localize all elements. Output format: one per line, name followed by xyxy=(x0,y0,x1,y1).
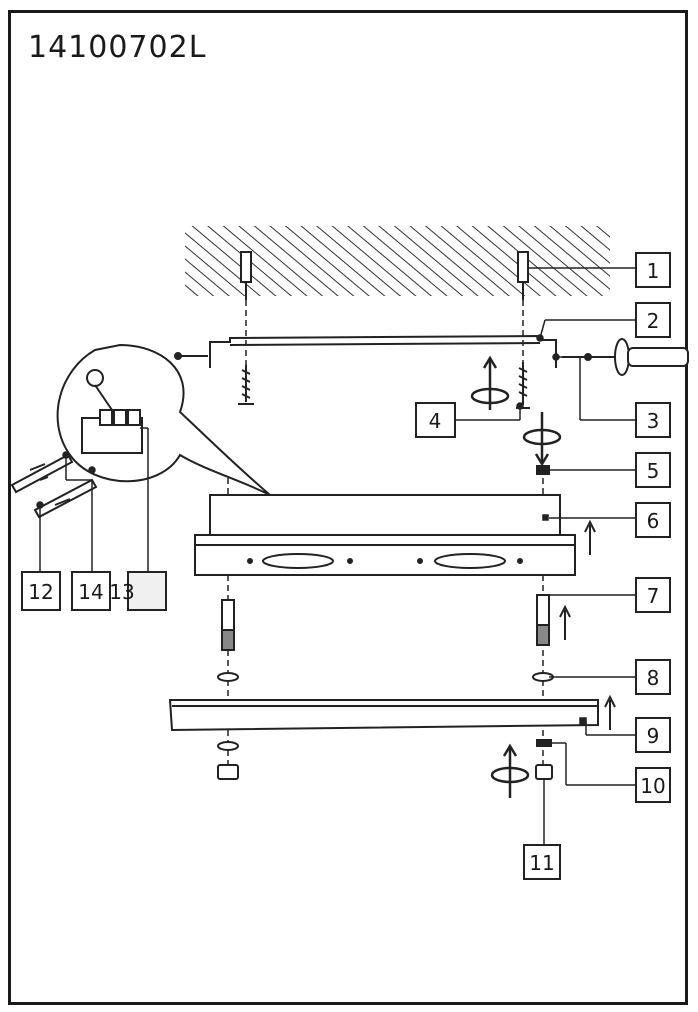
lamp-body xyxy=(194,494,576,576)
callout-7: 7 xyxy=(647,584,660,608)
callout-1: 1 xyxy=(647,259,660,283)
callout-13: 13 xyxy=(109,580,134,604)
callout-11: 11 xyxy=(529,851,554,875)
callout-9: 9 xyxy=(647,724,660,748)
wall-plug-right xyxy=(517,251,529,300)
wall-plug-left xyxy=(240,251,252,300)
callout-14: 14 xyxy=(78,580,103,604)
callout-2: 2 xyxy=(647,309,660,333)
terminal-detail xyxy=(56,343,271,496)
ceiling-screw-right xyxy=(516,362,530,409)
callout-4: 4 xyxy=(429,409,442,433)
up-arrow xyxy=(559,519,616,730)
ceiling-hatch xyxy=(185,226,610,296)
callout-boxes xyxy=(21,252,671,880)
diffuser-panel xyxy=(168,699,599,732)
end-cap xyxy=(217,739,553,780)
callout-5: 5 xyxy=(647,459,660,483)
callout-8: 8 xyxy=(647,666,660,690)
callout-12: 12 xyxy=(28,580,53,604)
rotation-arrow-lower xyxy=(490,743,530,798)
ceiling-screw-left xyxy=(238,365,254,405)
fixing-screw xyxy=(221,465,550,475)
page-frame xyxy=(8,10,688,1005)
document-code: 14100702L xyxy=(28,30,207,65)
leader-lines xyxy=(36,267,636,845)
callout-10: 10 xyxy=(640,774,665,798)
callout-3: 3 xyxy=(647,409,660,433)
power-cables xyxy=(10,453,98,519)
rotation-arrow-middle xyxy=(522,412,562,467)
rotation-arrow-upper xyxy=(470,355,510,410)
screwdriver-icon xyxy=(562,338,689,376)
callout-6: 6 xyxy=(647,509,660,533)
mounting-bracket xyxy=(174,334,557,368)
spacer-rod xyxy=(221,594,550,651)
